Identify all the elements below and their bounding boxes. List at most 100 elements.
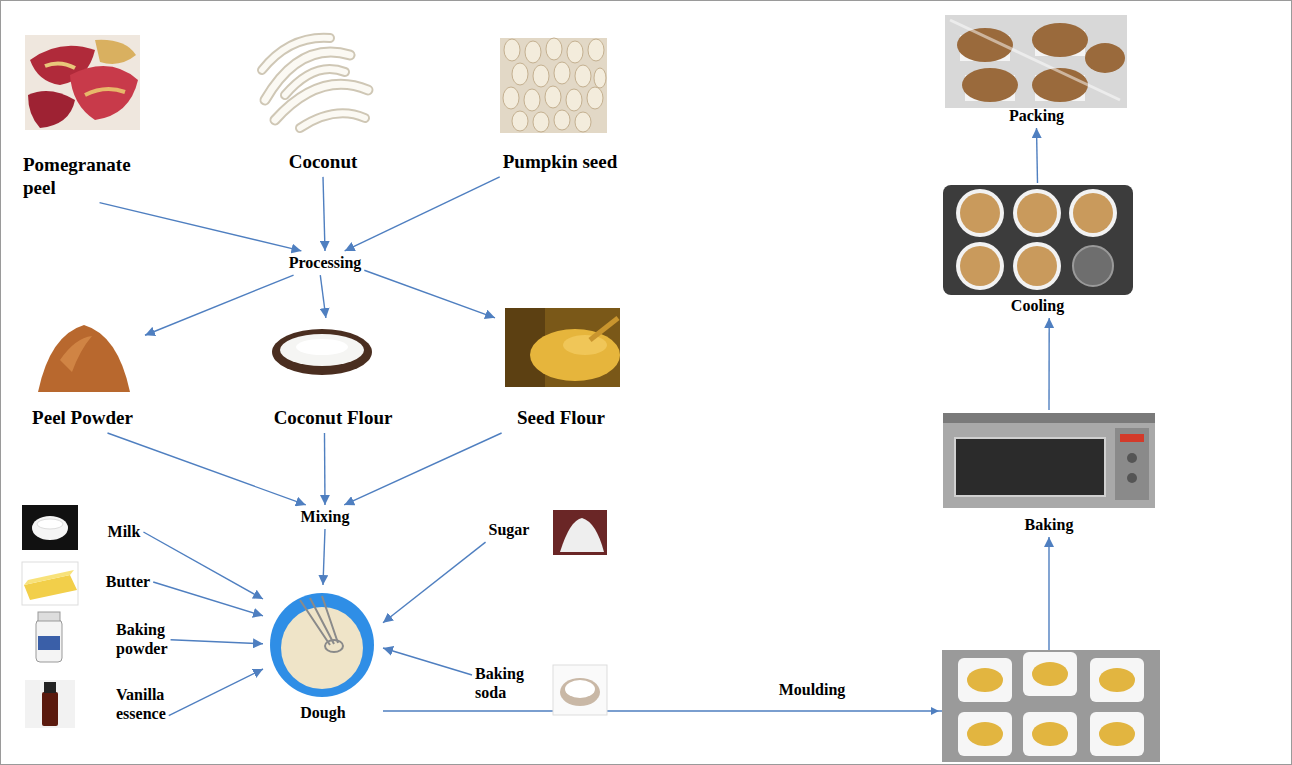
- step-label: Seed Flour: [517, 407, 605, 430]
- moulding-tray-photo: [1099, 668, 1135, 692]
- milk-photo: [37, 519, 63, 529]
- sugar-photo: [553, 510, 607, 555]
- text-step-node: Pomegranate peel: [20, 152, 134, 203]
- vanilla-essence-photo: [44, 682, 56, 693]
- moulding-tray-photo: [958, 652, 1144, 756]
- cooling-tray-photo: [943, 185, 1133, 295]
- moulding-tray-photo: [942, 650, 1160, 762]
- moulding-tray-photo: [1090, 712, 1144, 756]
- seed-flour-photo: [505, 308, 620, 387]
- step-label: Processing: [289, 253, 362, 272]
- milk-photo: [22, 505, 78, 550]
- flow-arrow: [1048, 318, 1050, 410]
- butter-photo: [22, 562, 78, 605]
- pumpkin-seed-photo: [512, 111, 528, 131]
- cooling-tray-photo: [960, 246, 1000, 286]
- step-label: Dough: [300, 703, 345, 722]
- text-step-node: Baking soda: [472, 662, 527, 705]
- flow-arrow: [323, 177, 325, 251]
- text-step-node: Coconut: [286, 149, 361, 177]
- dough-bowl-photo: [268, 590, 378, 700]
- step-label: Butter: [106, 572, 150, 591]
- peel-powder-photo: [38, 325, 130, 392]
- step-label: Vanilla essence: [116, 685, 166, 723]
- cooling-tray-photo: [956, 189, 1117, 290]
- flow-arrow: [364, 270, 495, 318]
- moulding-tray-photo: [967, 668, 1003, 692]
- image-step-node: Peel Powder: [20, 318, 145, 433]
- text-step-node: Mixing: [298, 505, 353, 529]
- packed-muffins-photo: [950, 20, 1120, 100]
- pomegranate-peel-photo: [25, 35, 140, 130]
- pumpkin-seed-photo: [575, 112, 591, 132]
- cooling-tray-photo: [1017, 193, 1057, 233]
- cooling-tray-photo: [960, 193, 1113, 286]
- seed-flour-photo: [530, 329, 620, 381]
- moulding-tray-photo: [958, 712, 1012, 756]
- milk-photo: [32, 516, 68, 540]
- flow-arrow: [345, 177, 500, 251]
- moulding-tray-photo: [1032, 662, 1068, 686]
- vanilla-essence-photo: [25, 680, 75, 728]
- step-label: Pumpkin seed: [503, 151, 618, 174]
- pumpkin-seed-photo: [554, 62, 570, 84]
- packed-muffins-photo: [1085, 43, 1125, 73]
- pomegranate-peel-photo: [95, 40, 136, 64]
- moulding-tray-photo: [967, 662, 1135, 746]
- pumpkin-seed-photo: [594, 68, 606, 88]
- seed-flour-photo: [590, 318, 618, 340]
- coconut-flour-photo: [272, 329, 372, 375]
- dough-bowl-photo: [325, 640, 343, 652]
- moulding-tray-photo: [1023, 652, 1077, 696]
- flow-arrow: [324, 433, 326, 505]
- pumpkin-seed-photo: [504, 39, 520, 61]
- butter-photo: [22, 562, 78, 605]
- image-step-node: Coconut Flour: [262, 318, 404, 433]
- flow-arrow: [143, 532, 263, 599]
- packed-muffins-photo: [962, 68, 1018, 102]
- flow-arrow: [1037, 128, 1038, 183]
- milk-photo: [22, 505, 78, 550]
- cooling-tray-photo: [943, 185, 1133, 295]
- step-label: Baking: [1025, 515, 1074, 534]
- cooling-tray-photo: [960, 193, 1000, 233]
- flow-arrow: [100, 203, 302, 251]
- pumpkin-seed-photo: [500, 38, 607, 133]
- pumpkin-seed-photo: [588, 39, 604, 61]
- flow-arrow: [108, 433, 306, 505]
- oven-photo: [1127, 453, 1137, 463]
- moulding-tray-photo: [1023, 712, 1077, 756]
- pumpkin-seed-photo: [566, 89, 582, 111]
- moulding-tray-photo: [967, 722, 1003, 746]
- moulding-tray-photo: [1032, 722, 1068, 746]
- moulding-tray-photo: [931, 650, 1160, 762]
- pumpkin-seed-photo: [503, 87, 519, 109]
- oven-photo: [943, 413, 1155, 508]
- coconut-flour-photo: [296, 339, 348, 355]
- flow-arrow: [344, 433, 501, 505]
- peel-powder-photo: [38, 325, 130, 392]
- sugar-photo: [553, 510, 607, 555]
- moulding-tray-photo: [1090, 658, 1144, 702]
- cooling-tray-photo: [956, 189, 1004, 237]
- pomegranate-peel-photo: [45, 63, 75, 68]
- baking-soda-photo: [553, 665, 607, 715]
- packed-muffins-photo: [1032, 23, 1088, 57]
- coconut-photo: [285, 69, 345, 95]
- step-label: Baking soda: [475, 664, 524, 702]
- pumpkin-seed-photo: [545, 86, 561, 108]
- step-label: Peel Powder: [32, 407, 133, 430]
- image-step-node: Cooling: [940, 183, 1135, 318]
- text-step-node: Butter: [103, 570, 153, 594]
- sugar-photo: [560, 518, 604, 552]
- pumpkin-seed-photo: [525, 41, 541, 63]
- coconut-photo: [262, 38, 368, 128]
- vanilla-essence-photo: [42, 692, 58, 726]
- cooling-tray-photo: [1013, 189, 1061, 237]
- pumpkin-seed-photo: [546, 38, 562, 60]
- step-label: Baking powder: [116, 620, 168, 658]
- text-step-node: Vanilla essence: [113, 683, 169, 726]
- dough-bowl-photo: [270, 593, 374, 697]
